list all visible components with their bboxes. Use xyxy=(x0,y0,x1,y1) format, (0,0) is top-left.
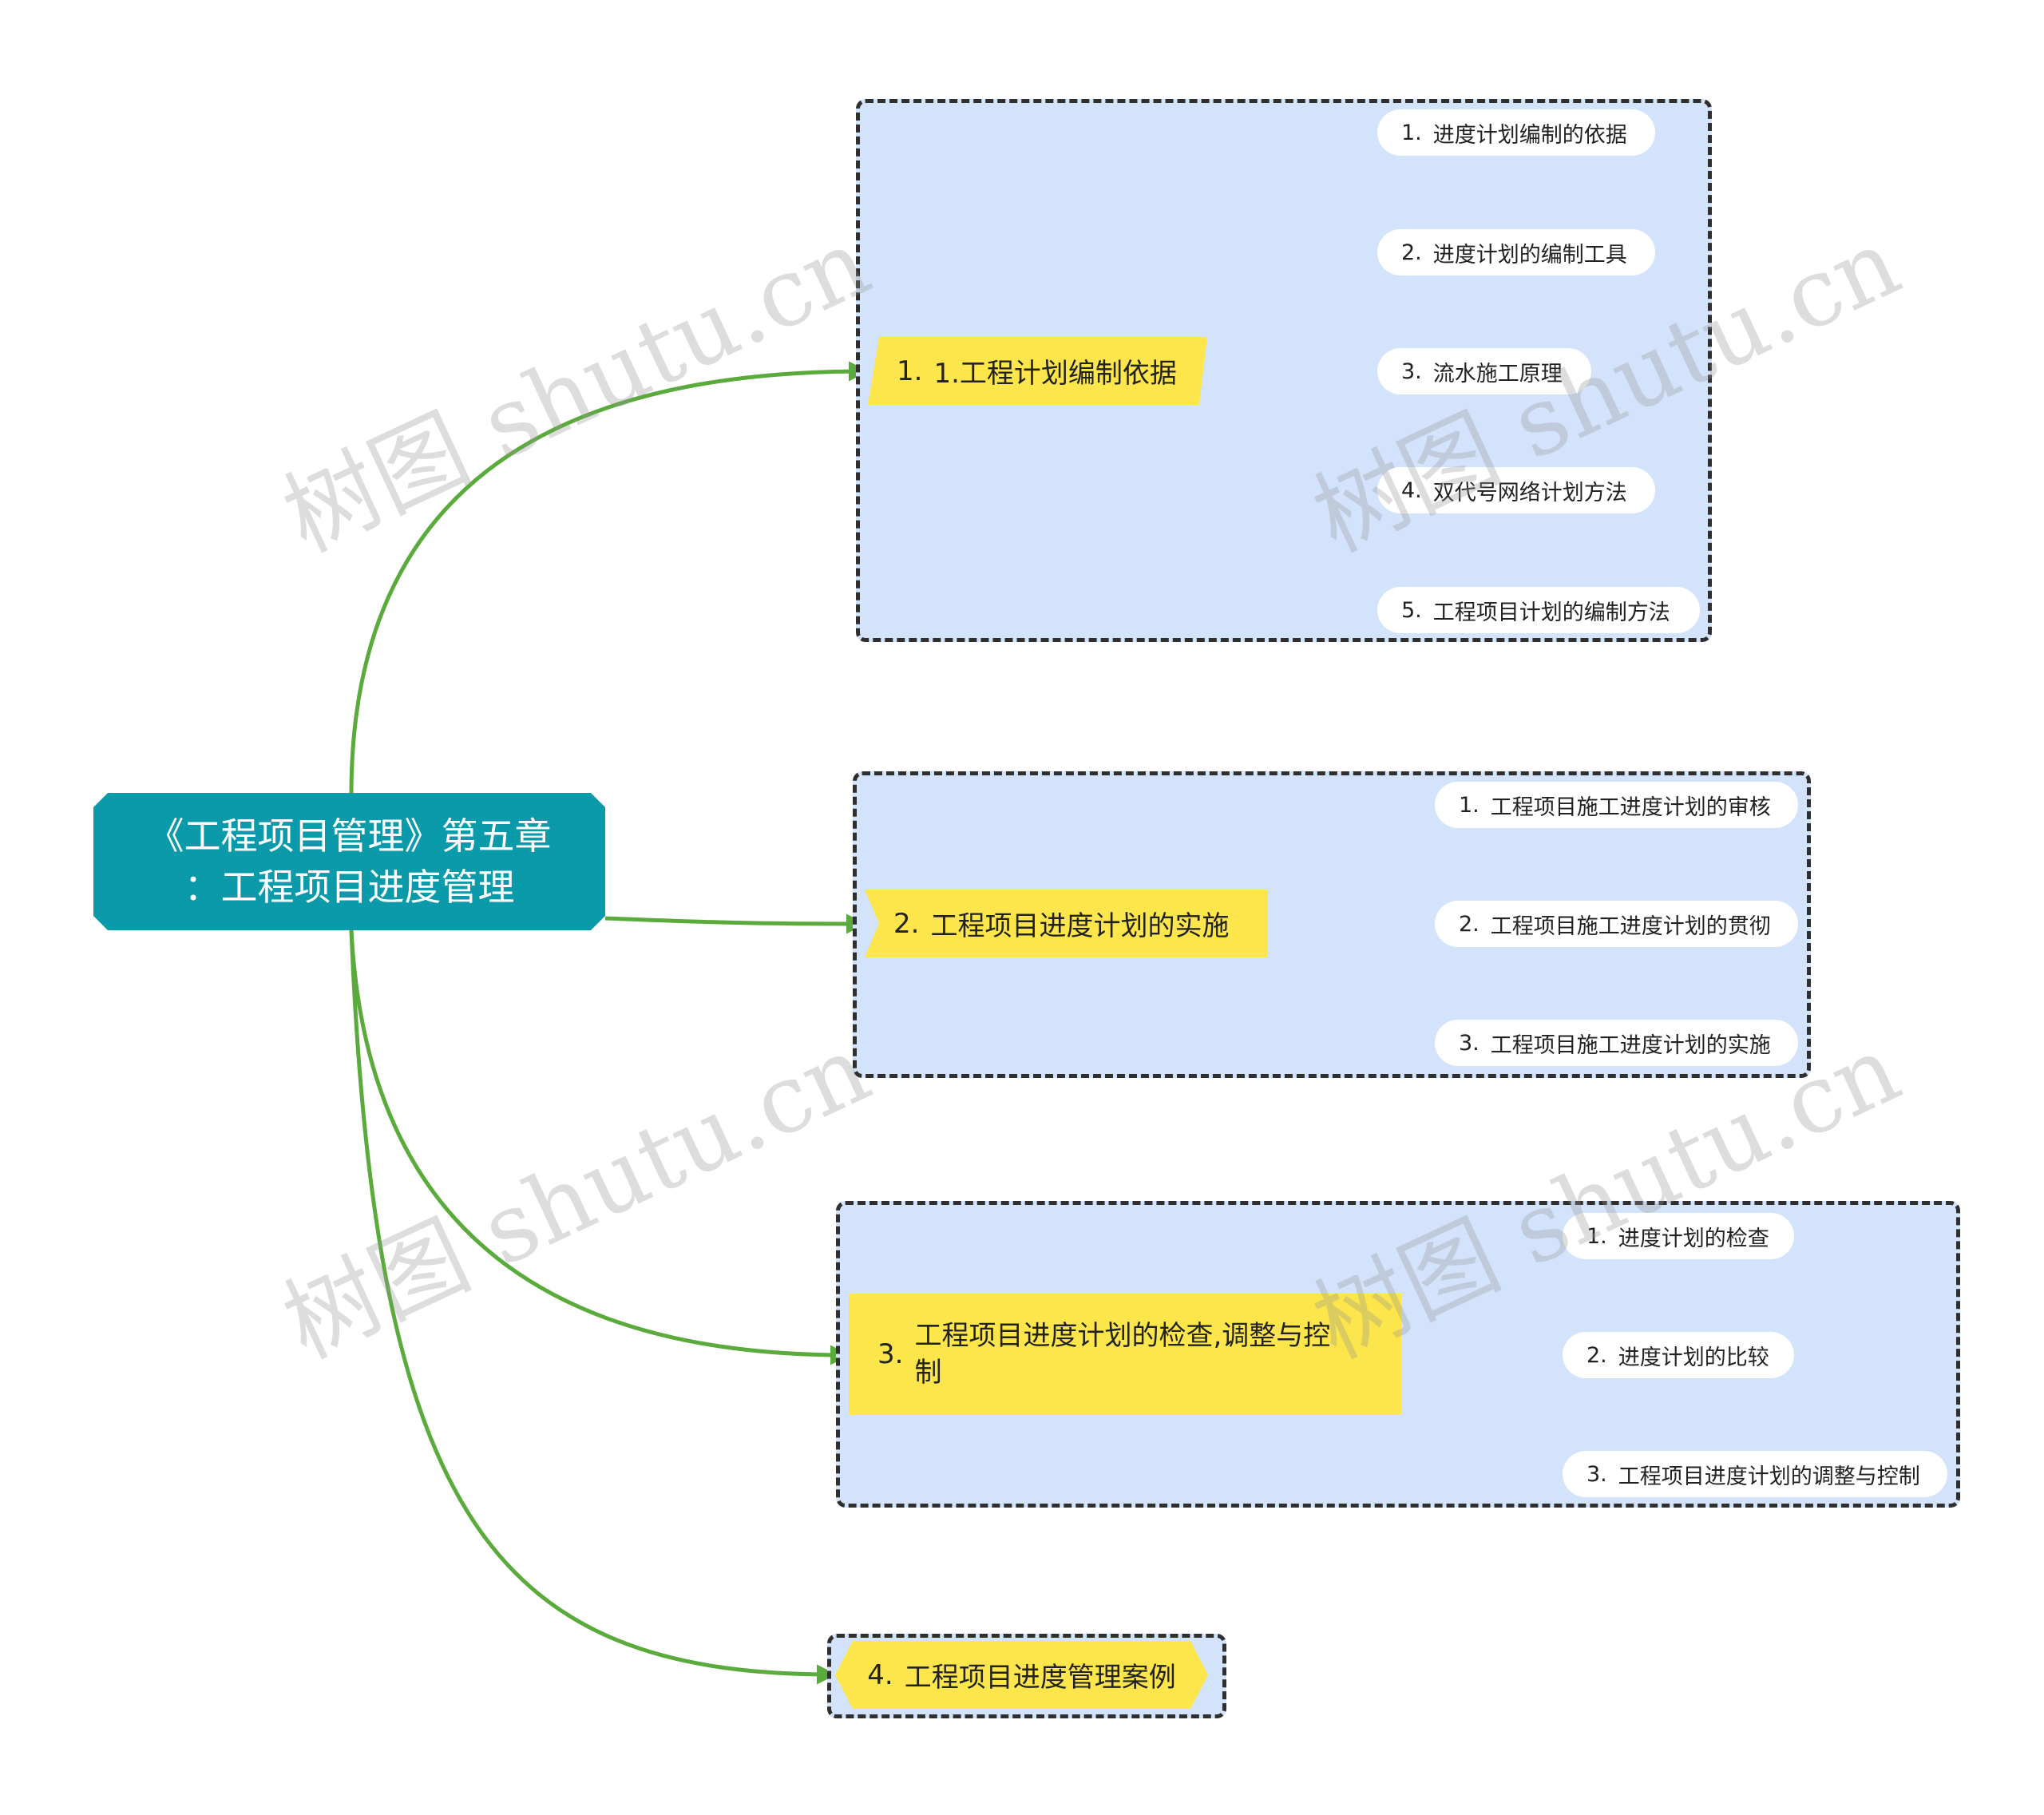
branch-label: 工程项目进度计划的检查,调整与控制 xyxy=(914,1320,1331,1389)
leaf-number: 1. xyxy=(1459,792,1480,818)
branch-label: 工程项目进度管理案例 xyxy=(904,1662,1176,1694)
leaf-label: 工程项目计划的编制方法 xyxy=(1432,600,1670,625)
branch-node-2[interactable]: 2. 工程项目进度计划的实施 xyxy=(865,890,1268,957)
connector-root-b2 xyxy=(604,913,866,934)
leaf-number: 2. xyxy=(1586,1342,1607,1368)
root-node[interactable]: 《工程项目管理》第五章 ：工程项目进度管理 xyxy=(93,793,605,930)
leaf-label: 流水施工原理 xyxy=(1432,361,1563,386)
leaf-node-1-2[interactable]: 2. 进度计划的编制工具 xyxy=(1377,229,1655,275)
leaf-node-2-1[interactable]: 1. 工程项目施工进度计划的审核 xyxy=(1435,782,1798,828)
leaf-node-2-2[interactable]: 2. 工程项目施工进度计划的贯彻 xyxy=(1435,901,1798,947)
leaf-node-3-1[interactable]: 1. 进度计划的检查 xyxy=(1563,1213,1794,1259)
root-title-line2: ：工程项目进度管理 xyxy=(184,866,515,909)
root-title-line1: 《工程项目管理》第五章 xyxy=(147,814,552,858)
leaf-node-2-3[interactable]: 3. 工程项目施工进度计划的实施 xyxy=(1435,1020,1798,1066)
leaf-node-1-1[interactable]: 1. 进度计划编制的依据 xyxy=(1377,109,1655,156)
leaf-label: 工程项目施工进度计划的贯彻 xyxy=(1490,913,1771,939)
connector-root-b1 xyxy=(349,361,869,795)
branch-number: 4. xyxy=(867,1658,893,1691)
leaf-label: 进度计划编制的依据 xyxy=(1432,122,1627,148)
leaf-number: 4. xyxy=(1401,478,1422,503)
leaf-label: 工程项目施工进度计划的实施 xyxy=(1490,1032,1771,1058)
leaf-label: 工程项目进度计划的调整与控制 xyxy=(1618,1464,1920,1489)
leaf-number: 1. xyxy=(1586,1223,1607,1249)
leaf-number: 3. xyxy=(1401,359,1422,384)
leaf-node-1-3[interactable]: 3. 流水施工原理 xyxy=(1377,348,1591,394)
leaf-number: 2. xyxy=(1401,240,1422,265)
leaf-label: 进度计划的检查 xyxy=(1618,1226,1769,1251)
branch-node-1[interactable]: 1. 1.工程计划编制依据 xyxy=(868,337,1207,405)
leaf-node-3-2[interactable]: 2. 进度计划的比较 xyxy=(1563,1332,1794,1378)
leaf-number: 5. xyxy=(1401,597,1422,623)
branch-number: 2. xyxy=(893,907,920,940)
leaf-number: 2. xyxy=(1459,911,1480,937)
connector-root-b3 xyxy=(349,929,850,1365)
leaf-label: 进度计划的比较 xyxy=(1618,1345,1769,1370)
leaf-label: 进度计划的编制工具 xyxy=(1432,242,1627,267)
leaf-node-1-5[interactable]: 5. 工程项目计划的编制方法 xyxy=(1377,587,1700,633)
branch-label: 工程项目进度计划的实施 xyxy=(930,910,1230,942)
leaf-node-1-4[interactable]: 4. 双代号网络计划方法 xyxy=(1377,467,1655,513)
connector-root-b4 xyxy=(349,929,837,1685)
branch-label: 1.工程计划编制依据 xyxy=(933,358,1177,390)
leaf-label: 双代号网络计划方法 xyxy=(1432,480,1627,505)
branch-node-4[interactable]: 4. 工程项目进度管理案例 xyxy=(835,1641,1208,1709)
branch-number: 3. xyxy=(877,1338,904,1370)
leaf-number: 1. xyxy=(1401,120,1422,145)
branch-node-3[interactable]: 3. 工程项目进度计划的检查,调整与控制 xyxy=(849,1294,1401,1415)
branch-number: 1. xyxy=(897,355,923,387)
leaf-number: 3. xyxy=(1586,1461,1607,1487)
leaf-number: 3. xyxy=(1459,1030,1480,1056)
leaf-label: 工程项目施工进度计划的审核 xyxy=(1490,795,1771,820)
leaf-node-3-3[interactable]: 3. 工程项目进度计划的调整与控制 xyxy=(1563,1451,1947,1497)
